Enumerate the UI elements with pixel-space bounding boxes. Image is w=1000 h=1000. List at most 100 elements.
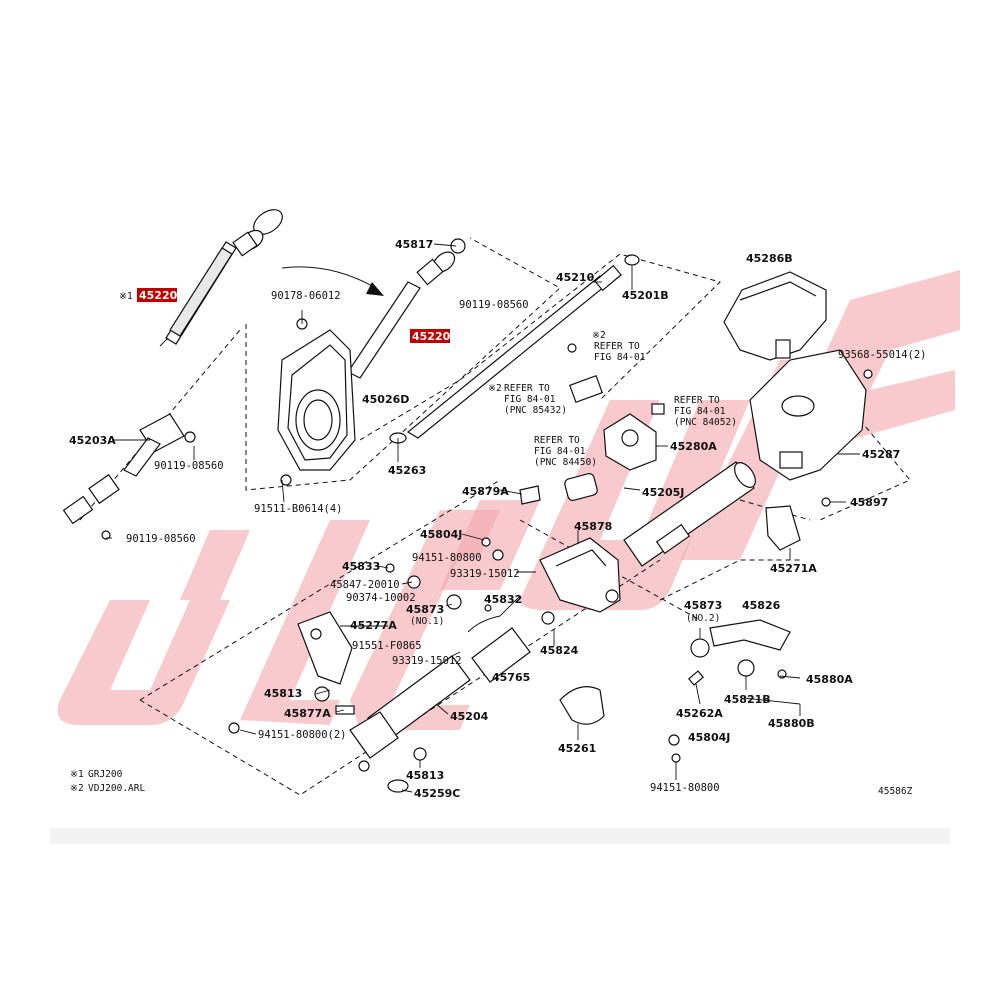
part-label[interactable]: 45271A: [770, 562, 817, 575]
part-label[interactable]: 45280A: [670, 440, 717, 453]
refer-pnc: (PNC 85432): [504, 405, 567, 416]
footnote-mark: ※2: [70, 783, 84, 794]
refer-line2: FIG 84-01: [504, 394, 556, 405]
part-label[interactable]: 45261: [558, 742, 596, 755]
arrow-head: [366, 282, 384, 296]
part-label[interactable]: 93319-15012: [392, 655, 462, 667]
part-label[interactable]: 90178-06012: [271, 290, 341, 302]
refer-note-3[interactable]: REFER TO FIG 84-01 (PNC 84052): [674, 395, 737, 428]
part-label[interactable]: 45878: [574, 520, 612, 533]
part-label[interactable]: 45026D: [362, 393, 409, 406]
intermediate-shaft-left: [159, 209, 283, 347]
part-label[interactable]: 90119-08560: [459, 299, 529, 311]
footnotes: ※1 GRJ200 ※2 VDJ200.ARL: [70, 769, 145, 794]
part-label[interactable]: 45880B: [768, 717, 815, 730]
intermediate-shaft-center: [347, 238, 466, 379]
column-tube: [623, 461, 756, 567]
part-labels: 45817 45210 90119-08560 45201B 45286B 90…: [69, 238, 927, 800]
part-label[interactable]: 45879A: [462, 485, 509, 498]
part-label[interactable]: 45817: [395, 238, 433, 251]
part-label[interactable]: 45204: [450, 710, 489, 723]
part-label[interactable]: 91511-B0614(4): [254, 503, 343, 515]
part-label[interactable]: 45873: [406, 603, 444, 616]
tilt-bracket: [539, 537, 621, 613]
highlight-part-number: 45220: [139, 289, 178, 302]
part-label[interactable]: 45880A: [806, 673, 853, 686]
column-cover-lower: [749, 349, 873, 481]
part-label[interactable]: 45821B: [724, 693, 771, 706]
refer-line2: FIG 84-01: [534, 446, 586, 457]
part-label[interactable]: 45833: [342, 560, 380, 573]
leader-lines: [106, 243, 860, 793]
part-label[interactable]: 94151-80800: [650, 782, 720, 794]
footnote-mark: ※1: [70, 769, 84, 780]
part-label[interactable]: (NO.2): [686, 613, 720, 624]
highlighted-part-center[interactable]: 45220: [410, 329, 451, 343]
bottom-strip: [50, 828, 950, 844]
lower-bracket: [297, 611, 353, 685]
part-label[interactable]: 45813: [406, 769, 444, 782]
part-label[interactable]: 45847-20010: [330, 579, 400, 591]
lock-housing: [567, 343, 665, 471]
part-label[interactable]: 93568-55014(2): [838, 349, 927, 361]
refer-line2: FIG 84-01: [594, 352, 646, 363]
dust-cover-plate: [277, 318, 356, 486]
part-label[interactable]: 45210: [556, 271, 595, 284]
part-label[interactable]: 45832: [484, 593, 522, 606]
part-label[interactable]: 45286B: [746, 252, 793, 265]
lower-column-tube: [349, 655, 471, 793]
part-label[interactable]: 94151-80800(2): [258, 729, 347, 741]
refer-line1: REFER TO: [594, 341, 640, 352]
highlight-box: [410, 329, 450, 343]
refer-mark: ※2: [488, 383, 502, 394]
refer-pnc: (PNC 84052): [674, 417, 737, 428]
highlight-part-number: 45220: [412, 330, 451, 343]
refer-line2: FIG 84-01: [674, 406, 726, 417]
part-label[interactable]: 45262A: [676, 707, 723, 720]
sensor-connector: [564, 473, 598, 501]
part-label[interactable]: 45259C: [414, 787, 460, 800]
part-label[interactable]: 90119-08560: [154, 460, 224, 472]
refer-note-4[interactable]: REFER TO FIG 84-01 (PNC 84450): [534, 435, 597, 468]
part-label[interactable]: 45287: [862, 448, 900, 461]
main-shaft: [389, 254, 640, 444]
part-label[interactable]: 45804J: [688, 731, 730, 744]
highlight-box: [137, 288, 177, 302]
part-label[interactable]: 45877A: [284, 707, 331, 720]
refer-line1: REFER TO: [534, 435, 580, 446]
part-label[interactable]: 94151-80800: [412, 552, 482, 564]
refer-note-2[interactable]: ※2 REFER TO FIG 84-01 (PNC 85432): [488, 383, 567, 416]
lower-universal-joint: [62, 413, 196, 540]
part-label[interactable]: 45203A: [69, 434, 116, 447]
part-label[interactable]: 45824: [540, 644, 579, 657]
refer-pnc: (PNC 84450): [534, 457, 597, 468]
part-label[interactable]: 45873: [684, 599, 722, 612]
part-label[interactable]: 45205J: [642, 486, 684, 499]
assembly-boundaries: [79, 237, 911, 796]
part-label[interactable]: 90119-08560: [126, 533, 196, 545]
highlighted-part-left[interactable]: ※1 45220: [119, 288, 178, 302]
part-label[interactable]: 93319-15012: [450, 568, 520, 580]
part-label[interactable]: 45201B: [622, 289, 669, 302]
refer-note-1[interactable]: ※2 REFER TO FIG 84-01: [592, 330, 646, 363]
part-label[interactable]: 45765: [492, 671, 530, 684]
refer-line1: REFER TO: [504, 383, 550, 394]
part-label[interactable]: 91551-F0865: [352, 640, 422, 652]
part-label[interactable]: 45813: [264, 687, 302, 700]
refer-mark: ※2: [592, 330, 606, 341]
part-label[interactable]: 90374-10002: [346, 592, 416, 604]
part-label[interactable]: (NO.1): [410, 616, 444, 627]
part-label[interactable]: 45897: [850, 496, 888, 509]
part-label[interactable]: 45277A: [350, 619, 397, 632]
footnote-text: GRJ200: [88, 769, 123, 780]
part-label[interactable]: 45804J: [420, 528, 462, 541]
refer-line1: REFER TO: [674, 395, 720, 406]
part-label[interactable]: 45263: [388, 464, 426, 477]
column-cover-upper: [723, 271, 827, 361]
part-label[interactable]: 45826: [742, 599, 781, 612]
highlight-prefix: ※1: [119, 291, 133, 302]
figure-number: 45586Z: [878, 786, 913, 797]
move-arrow: [281, 266, 377, 289]
footnote-text: VDJ200.ARL: [88, 783, 145, 794]
tilt-lever: [690, 619, 801, 705]
